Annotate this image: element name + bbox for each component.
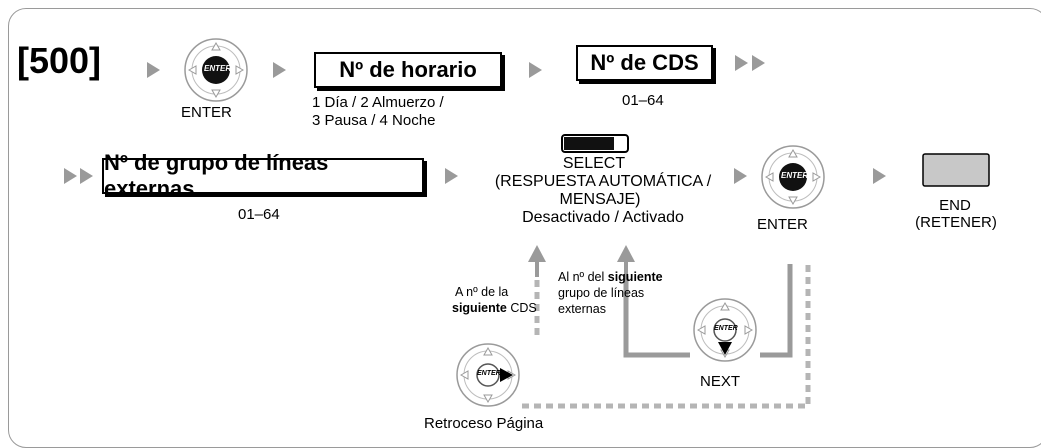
enter-key-label: ENTER [204,64,232,73]
arrow-icon [273,62,286,78]
select-key-icon [561,134,629,153]
cds-range: 01–64 [622,92,664,109]
next-navigator-key [693,298,757,362]
enter-navigator-key-1 [184,38,248,102]
select-line3: MENSAJE) [559,191,641,208]
note-next-group-prefix: Al nº del [558,270,605,284]
arrow-icon [873,168,886,184]
page-back-caption: Retroceso Página [424,415,544,432]
enter-key-label: ENTER [781,171,809,180]
end-line1: END [939,197,971,214]
enter-caption-1: ENTER [181,104,232,121]
enter-caption-2: ENTER [757,216,808,233]
select-line1: SELECT [562,155,626,172]
note-next-cds-tail: CDS [510,301,537,315]
arrow-icon [734,168,747,184]
schedule-options-line1: 1 Día / 2 Almuerzo / [312,94,444,111]
enter-key-label: ENTER [714,325,738,332]
loop-line-next-left [623,276,690,358]
note-next-group-line1: Al nº del siguiente [558,270,663,285]
up-arrow-icon [617,245,635,277]
command-code: [500] [17,40,102,81]
note-next-group-line2: grupo de líneas [558,286,645,300]
note-next-cds-line1: A nº de la [455,285,509,299]
select-line4: Desactivado / Activado [522,209,684,226]
loop-line-next [760,264,793,358]
double-arrow-icon [752,55,765,71]
enter-key-label: ENTER [477,370,501,377]
select-line2: (RESPUESTA AUTOMÁTICA / [494,173,712,190]
double-arrow-icon [64,168,77,184]
cds-number-box: Nº de CDS [576,45,713,81]
note-next-group-bold: siguiente [607,270,663,284]
diagram-graphics [64,38,990,409]
trunk-group-number-box: Nº de grupo de líneas externas [102,150,424,201]
arrow-icon [147,62,160,78]
double-arrow-icon [80,168,93,184]
note-next-cds-bold: siguiente [452,301,507,315]
page-back-navigator-key [456,343,520,407]
next-caption: NEXT [700,373,741,390]
enter-navigator-key-2 [761,145,825,209]
up-arrow-icon [528,245,546,277]
arrow-icon [529,62,542,78]
note-next-group-line3: externas [558,302,606,316]
note-next-cds-line2: siguiente CDS [452,301,537,316]
arrow-icon [445,168,458,184]
schedule-options-line2: 3 Pausa / 4 Noche [312,112,436,129]
trunk-group-range: 01–64 [238,206,280,223]
double-arrow-icon [735,55,748,71]
end-key-icon [922,153,990,187]
end-line2: (RETENER) [915,214,997,231]
schedule-number-box: Nº de horario [314,52,502,88]
